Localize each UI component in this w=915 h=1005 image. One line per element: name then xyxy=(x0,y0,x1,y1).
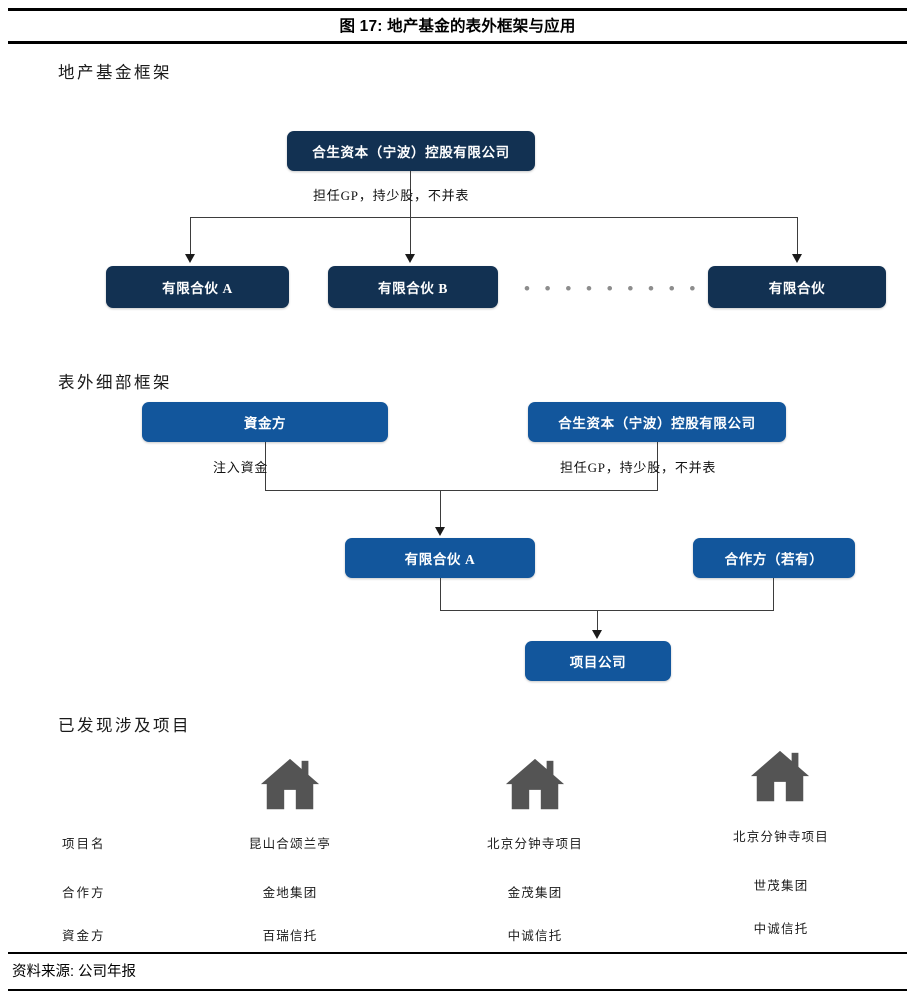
footer-top-rule xyxy=(8,952,907,954)
cell-partner-2: 金茂集团 xyxy=(507,886,563,900)
section-2-label: 表外细部框架 xyxy=(58,373,172,392)
title-underline-rule xyxy=(8,41,907,44)
connector-drop-c-1 xyxy=(797,217,799,257)
connector-drop-lp-a-2 xyxy=(440,490,442,530)
cell-project-name-1: 昆山合颂兰亭 xyxy=(248,837,332,851)
top-rule xyxy=(8,8,907,11)
cell-partner-3: 世茂集团 xyxy=(753,879,809,893)
cell-partner-1: 金地集团 xyxy=(262,886,318,900)
box-limited-partnership-a-2[interactable]: 有限合伙 A xyxy=(345,538,535,578)
cell-project-name-3: 北京分钟寺项目 xyxy=(733,830,829,844)
box-parent-company-1[interactable]: 合生资本（宁波）控股有限公司 xyxy=(287,131,535,171)
connector-drop-project xyxy=(597,610,599,634)
house-icon xyxy=(749,747,811,814)
edge-label-gp-1: 担任GP，持少股，不并表 xyxy=(313,188,470,203)
connector-parent-stem-2 xyxy=(657,442,659,491)
connector-drop-a-1 xyxy=(190,217,192,257)
house-icon xyxy=(504,755,566,822)
footer-bottom-rule xyxy=(8,989,907,991)
box-funder[interactable]: 資金方 xyxy=(142,402,388,442)
arrowhead-project xyxy=(592,630,602,639)
box-project-company[interactable]: 项目公司 xyxy=(525,641,671,681)
connector-bus-1 xyxy=(190,217,798,219)
connector-bus-2 xyxy=(265,490,658,492)
box-parent-company-2[interactable]: 合生资本（宁波）控股有限公司 xyxy=(528,402,786,442)
row-header-funder: 資金方 xyxy=(62,929,106,943)
arrowhead-lp-a-2 xyxy=(435,527,445,536)
row-header-partner: 合作方 xyxy=(62,886,106,900)
connector-bus-3 xyxy=(440,610,774,612)
connector-cooperator-down xyxy=(773,578,775,611)
arrowhead-a-1 xyxy=(185,254,195,263)
connector-lp-a-down xyxy=(440,578,442,611)
section-1-label: 地产基金框架 xyxy=(58,63,172,82)
section-3-label: 已发现涉及项目 xyxy=(58,716,191,735)
connector-drop-b-1 xyxy=(410,217,412,257)
edge-label-gp-2: 担任GP，持少股，不并表 xyxy=(560,460,717,475)
connector-funder-stem xyxy=(265,442,267,491)
box-limited-partnership-n[interactable]: 有限合伙 xyxy=(708,266,886,308)
source-note: 资料来源: 公司年报 xyxy=(12,964,137,980)
arrowhead-c-1 xyxy=(792,254,802,263)
cell-project-name-2: 北京分钟寺项目 xyxy=(487,837,583,851)
box-limited-partnership-a[interactable]: 有限合伙 A xyxy=(106,266,289,308)
cell-funder-3: 中诚信托 xyxy=(753,922,809,936)
box-limited-partnership-b[interactable]: 有限合伙 B xyxy=(328,266,498,308)
box-cooperator[interactable]: 合作方（若有） xyxy=(693,538,855,578)
cell-funder-2: 中诚信托 xyxy=(507,929,563,943)
connector-parent-stem-1 xyxy=(410,171,412,217)
arrowhead-b-1 xyxy=(405,254,415,263)
row-header-project-name: 项目名 xyxy=(62,837,106,851)
house-icon xyxy=(259,755,321,822)
figure-title: 图 17: 地产基金的表外框架与应用 xyxy=(339,18,576,35)
edge-label-inject-capital: 注入資金 xyxy=(213,460,269,475)
cell-funder-1: 百瑞信托 xyxy=(262,929,318,943)
